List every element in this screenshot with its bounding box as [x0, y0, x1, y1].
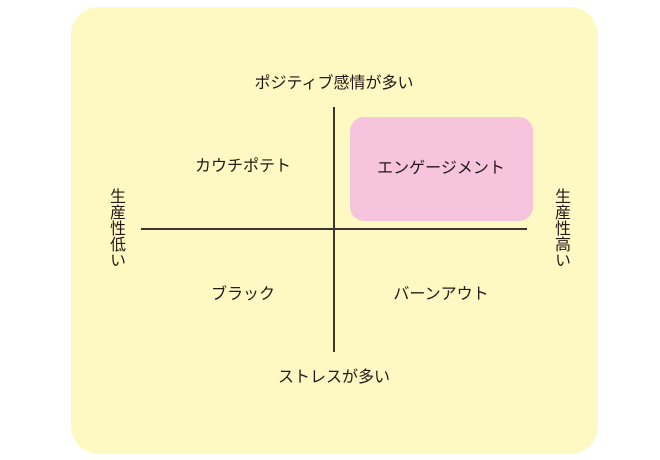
quadrant-label-couch-potato: カウチポテト [194, 156, 292, 175]
axis-label-top: ポジティブ感情が多い [254, 73, 414, 92]
quadrant-label-engagement: エンゲージメント [377, 158, 505, 177]
quadrant-label-black: ブラック [210, 284, 276, 303]
axis-label-left: 生産性低い [107, 188, 126, 268]
horizontal-axis-line [141, 228, 527, 230]
axis-label-bottom: ストレスが多い [277, 367, 391, 386]
quadrant-label-burnout: バーンアウト [393, 284, 489, 303]
axis-label-right: 生産性高い [552, 188, 571, 268]
engagement-highlight-box [350, 117, 533, 221]
